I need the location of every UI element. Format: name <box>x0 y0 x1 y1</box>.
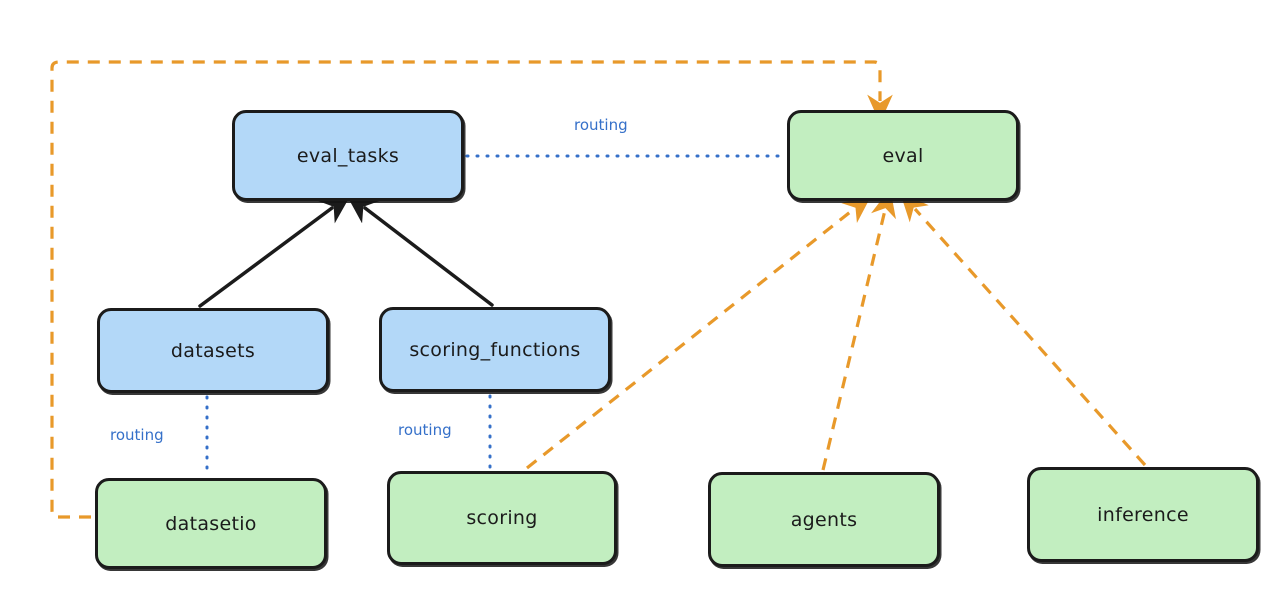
edge-datasetio-eval <box>50 60 893 519</box>
edge-label-routing-datasetio: routing <box>110 426 164 444</box>
edge-datasets-eval_tasks <box>198 193 352 308</box>
edge-label-routing-eval: routing <box>574 116 628 134</box>
node-label-agents: agents <box>790 508 858 531</box>
edge-label-routing-scoring: routing <box>398 421 452 439</box>
edge-agents-eval <box>821 188 896 471</box>
node-inference[interactable]: inference <box>1027 467 1259 562</box>
edge-inference-eval <box>900 192 1147 467</box>
node-label-scoring: scoring <box>466 507 538 529</box>
edge-scoring_functions-eval_tasks <box>345 193 494 307</box>
node-scoring_functions[interactable]: scoring_functions <box>379 307 611 392</box>
node-datasetio[interactable]: datasetio <box>95 478 327 569</box>
node-label-scoring_functions: scoring_functions <box>409 338 581 361</box>
node-eval_tasks[interactable]: eval_tasks <box>232 110 464 201</box>
node-label-eval: eval <box>882 144 924 167</box>
node-label-datasets: datasets <box>170 339 256 362</box>
edge-scoring-eval <box>526 195 872 470</box>
node-label-inference: inference <box>1097 503 1189 526</box>
node-datasets[interactable]: datasets <box>97 308 329 393</box>
node-label-eval_tasks: eval_tasks <box>296 144 400 167</box>
node-scoring[interactable]: scoring <box>387 471 617 565</box>
node-label-datasetio: datasetio <box>165 512 257 535</box>
node-agents[interactable]: agents <box>708 472 940 567</box>
node-eval[interactable]: eval <box>787 110 1019 201</box>
